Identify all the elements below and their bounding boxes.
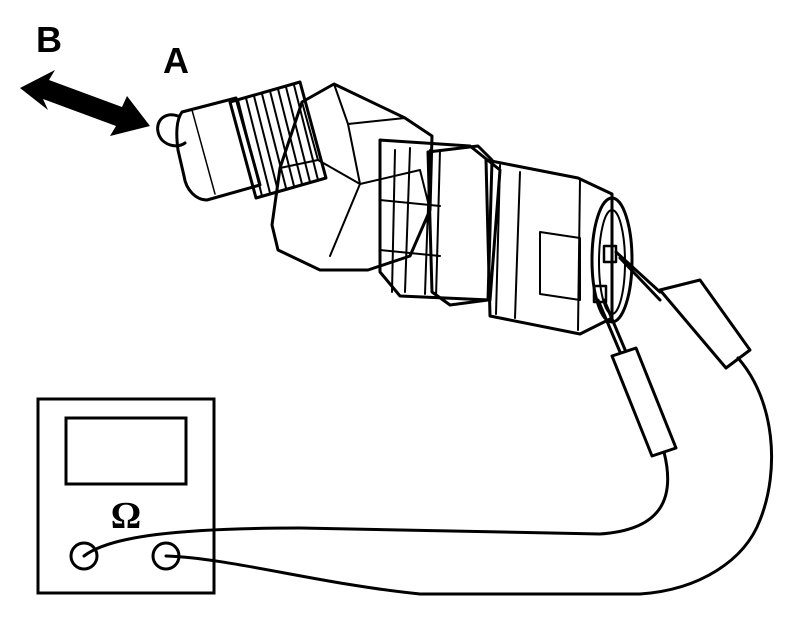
meter-leads bbox=[82, 526, 422, 596]
lead-left bbox=[82, 526, 302, 558]
ohmmeter-icon: Ω bbox=[36, 397, 216, 595]
lead-right bbox=[164, 554, 422, 596]
collar-ring bbox=[426, 144, 494, 307]
threaded-switch-sensor bbox=[156, 80, 634, 336]
thread-lines bbox=[237, 84, 319, 197]
probe-upper bbox=[418, 250, 774, 596]
plunger-tip bbox=[156, 113, 187, 148]
hex-nut bbox=[270, 82, 434, 272]
connector-pin-upper bbox=[602, 244, 618, 264]
ohm-symbol: Ω bbox=[111, 495, 141, 537]
double-headed-arrow-icon bbox=[20, 70, 150, 136]
meter-display bbox=[64, 416, 188, 486]
probe-lower bbox=[298, 298, 678, 536]
label-b: B bbox=[36, 19, 62, 60]
plunger-shank bbox=[175, 96, 262, 202]
threaded-section bbox=[228, 80, 328, 200]
label-a: A bbox=[163, 40, 189, 81]
